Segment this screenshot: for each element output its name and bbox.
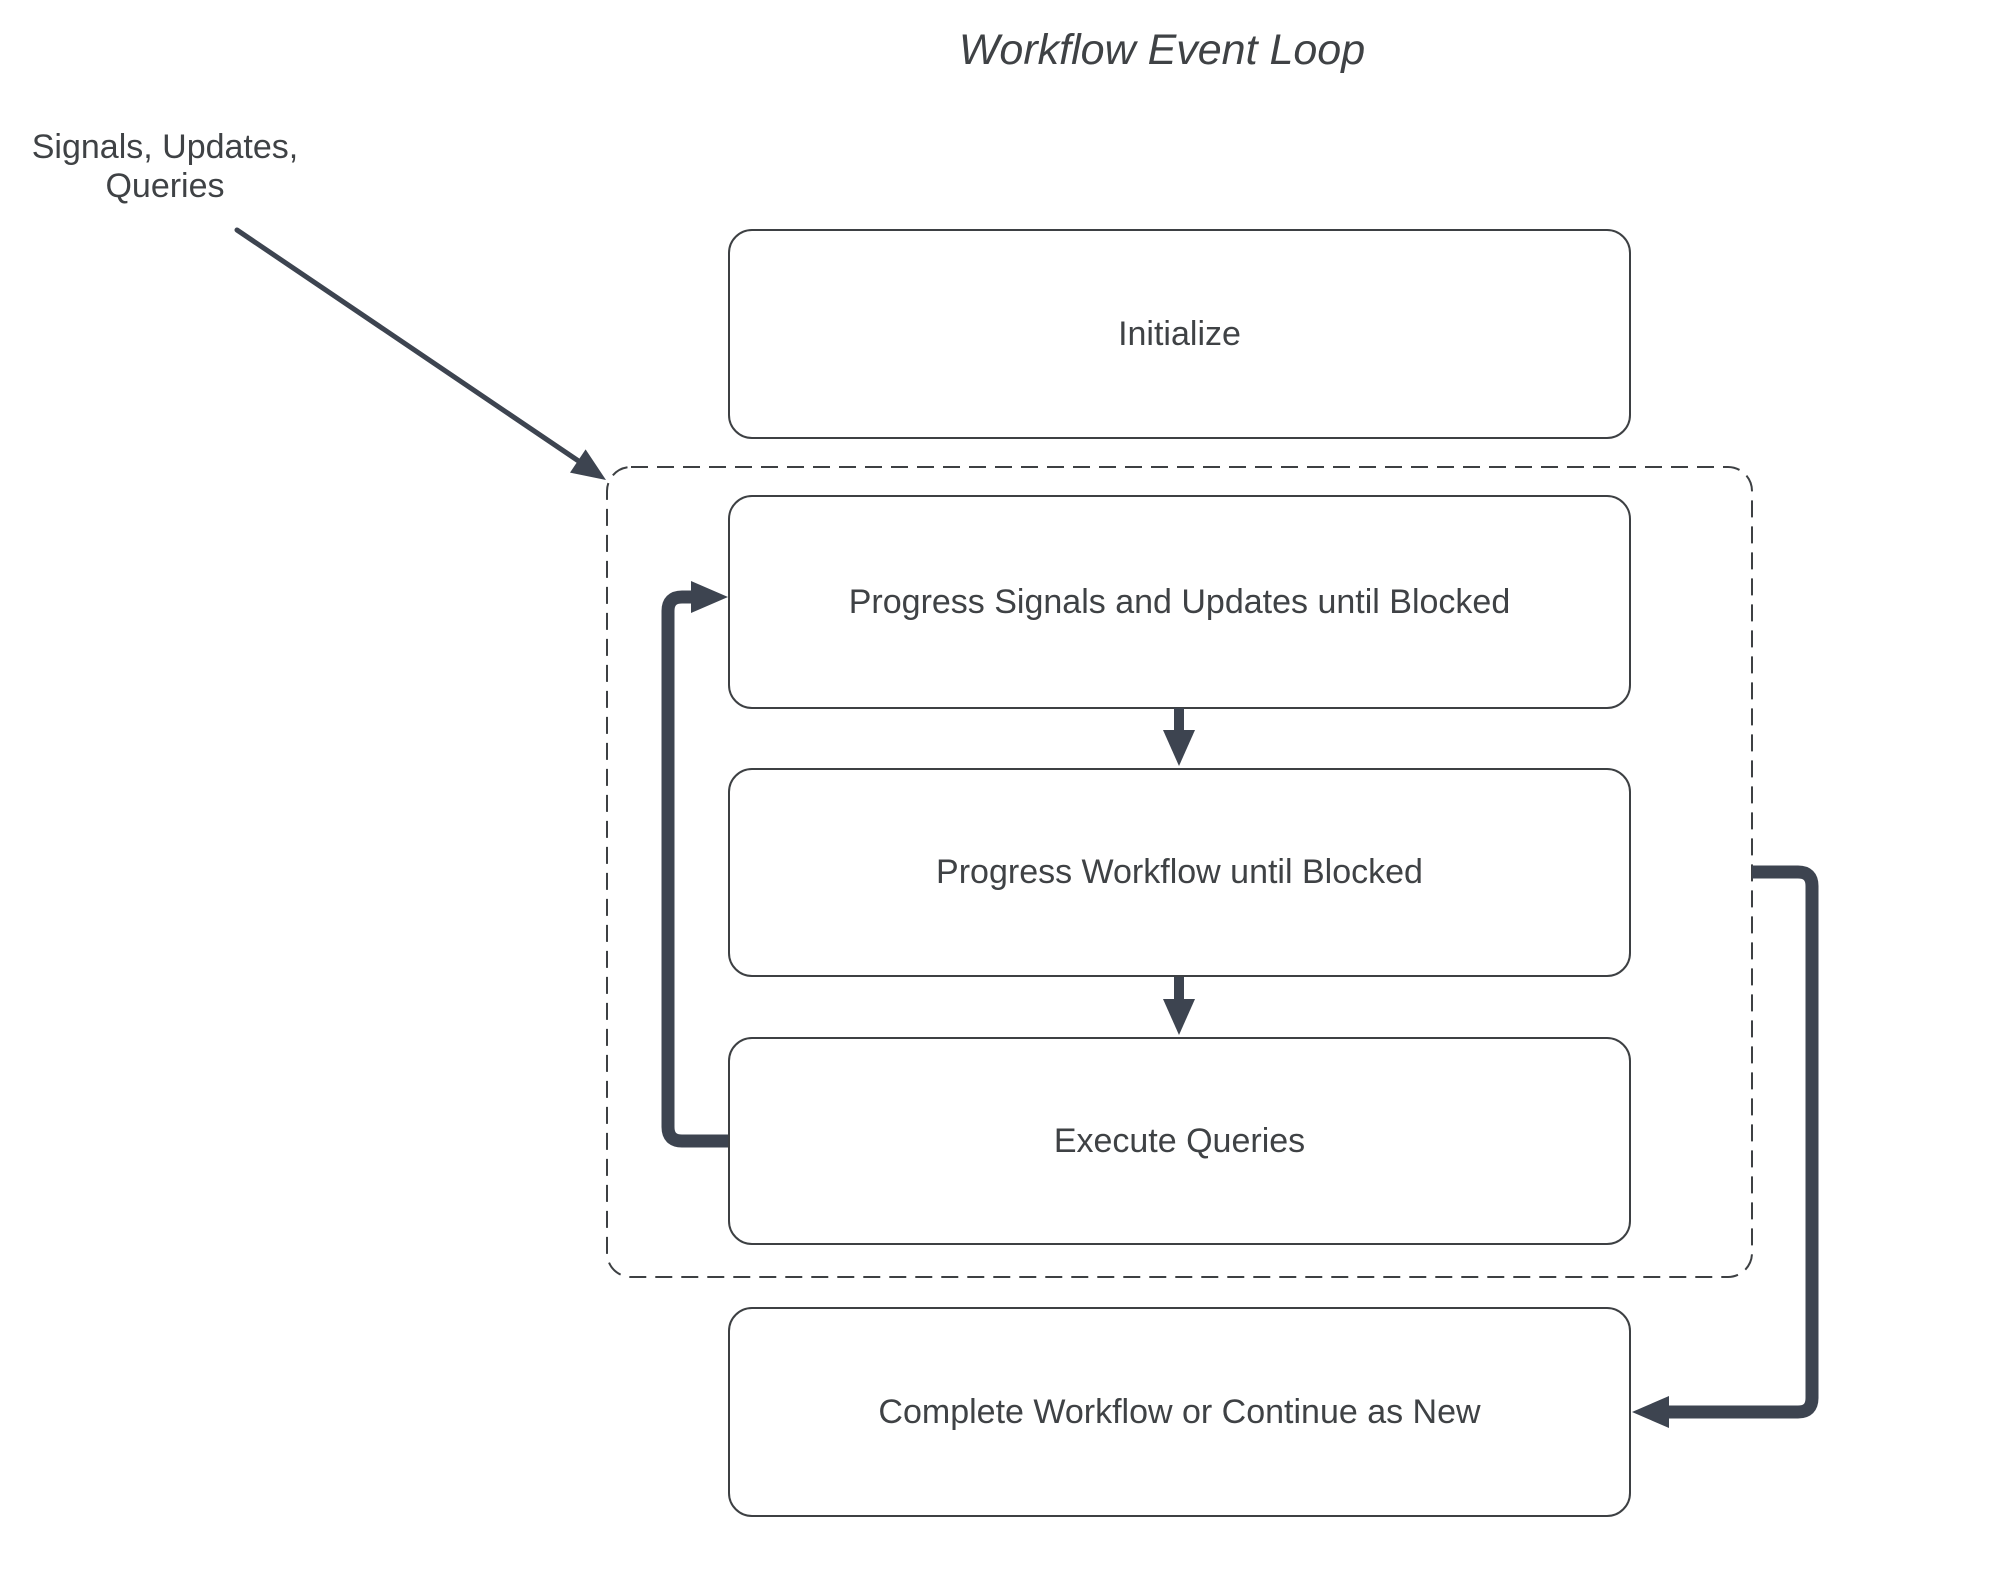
arrow-workflow-to-queries	[1163, 977, 1195, 1035]
arrow-signals-to-workflow	[1163, 708, 1195, 766]
node-initialize-label: Initialize	[1118, 314, 1241, 353]
node-progress-workflow: Progress Workflow until Blocked	[728, 768, 1631, 977]
external-input-label: Signals, Updates, Queries	[31, 128, 299, 205]
node-execute-queries: Execute Queries	[728, 1037, 1631, 1245]
node-complete-label: Complete Workflow or Continue as New	[878, 1392, 1481, 1431]
arrow-continue	[1632, 865, 1819, 1428]
node-execute-queries-label: Execute Queries	[1053, 1121, 1306, 1160]
arrow-loop-back	[661, 581, 728, 1148]
node-complete: Complete Workflow or Continue as New	[728, 1307, 1631, 1517]
node-initialize: Initialize	[728, 229, 1631, 439]
node-progress-workflow-label: Progress Workflow until Blocked	[936, 853, 1423, 891]
arrow-external-input	[234, 227, 606, 480]
diagram-title: Workflow Event Loop	[958, 26, 1366, 74]
node-progress-signals-label: Progress Signals and Updates until Block…	[848, 582, 1511, 621]
node-progress-signals: Progress Signals and Updates until Block…	[728, 495, 1631, 709]
